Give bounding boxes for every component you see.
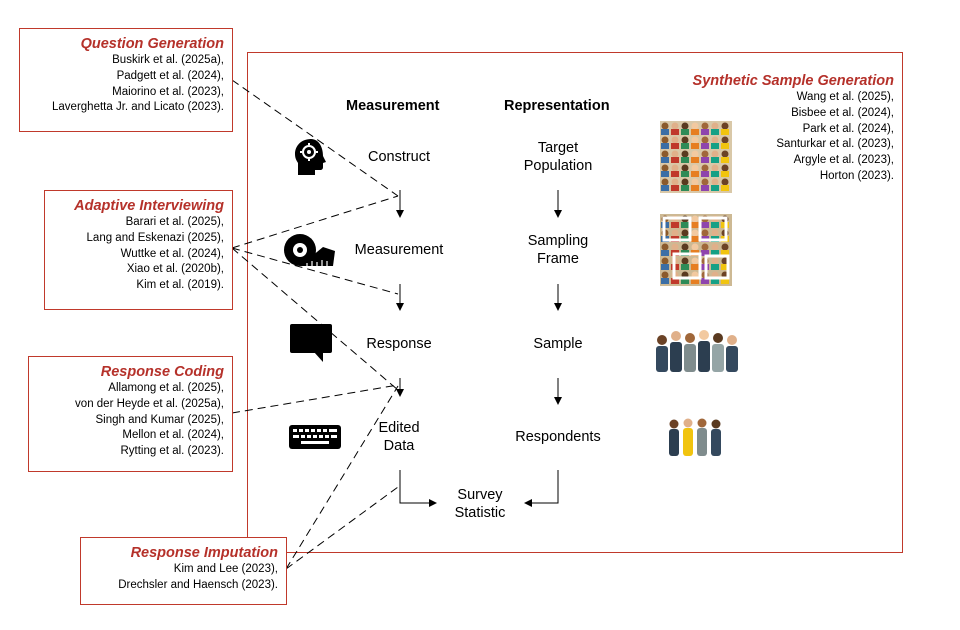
ref-line: Padgett et al. (2024), xyxy=(116,69,224,82)
adaptive-interviewing-box: Adaptive Interviewing Barari et al. (202… xyxy=(44,190,233,310)
synthetic-sample-generation-block: Synthetic Sample Generation Wang et al. … xyxy=(693,72,894,185)
dash-imputation-2 xyxy=(285,486,399,570)
dash-adaptive-1 xyxy=(231,195,399,249)
tape-measure-icon xyxy=(284,234,335,266)
response-coding-title: Response Coding xyxy=(100,364,224,380)
ref-line: Kim and Lee (2023), xyxy=(173,563,278,575)
representation-arrows xyxy=(524,190,562,507)
group-icon xyxy=(656,330,738,372)
node-survey-statistic: Survey Statistic xyxy=(454,487,506,521)
ref-line: Lang and Eskenazi (2025), xyxy=(86,231,224,244)
dashed-connectors xyxy=(231,79,399,570)
representation-header: Representation xyxy=(504,98,610,114)
response-imputation-box: Response Imputation Kim and Lee (2023), … xyxy=(80,537,287,605)
dash-question-generation xyxy=(231,79,399,197)
node-response: Response xyxy=(366,336,432,352)
node-measurement: Measurement xyxy=(354,242,444,258)
ref-line: von der Heyde et al. (2025a), xyxy=(75,397,224,410)
ref-line: Argyle et al. (2023), xyxy=(793,154,894,167)
question-generation-box: Question Generation Buskirk et al. (2025… xyxy=(19,28,233,132)
ref-line: Drechsler and Haensch (2023). xyxy=(118,578,278,591)
crowd-large-icon xyxy=(660,121,732,193)
ref-line: Maiorino et al. (2023), xyxy=(112,85,224,98)
ref-line: Santurkar et al. (2023), xyxy=(776,138,894,151)
ref-line: Xiao et al. (2020b), xyxy=(126,263,224,276)
measurement-arrows xyxy=(396,190,437,507)
main-frame xyxy=(247,52,903,553)
dash-imputation-1 xyxy=(285,385,399,570)
ref-line: Rytting et al. (2023). xyxy=(120,445,224,458)
crowd-framed-icon xyxy=(660,214,732,286)
node-edited-data: Edited Data xyxy=(378,420,420,454)
node-target-population: Target Population xyxy=(523,140,593,174)
response-imputation-title: Response Imputation xyxy=(130,545,278,561)
arrow-respondents-statistic xyxy=(524,470,559,507)
head-gear-icon xyxy=(295,139,326,175)
measurement-header: Measurement xyxy=(346,98,440,114)
node-sample: Sample xyxy=(533,336,583,352)
arrow-edited-statistic xyxy=(399,470,437,507)
synthetic-sample-generation-title: Synthetic Sample Generation xyxy=(692,73,894,89)
speech-bubble-icon xyxy=(290,324,332,362)
ref-line: Kim et al. (2019). xyxy=(136,279,224,292)
ref-line: Bisbee et al. (2024), xyxy=(791,106,894,119)
ref-line: Park et al. (2024), xyxy=(802,122,894,135)
dash-response-coding xyxy=(231,384,399,414)
dash-adaptive-2 xyxy=(231,247,399,295)
ref-line: Laverghetta Jr. and Licato (2023). xyxy=(52,101,224,114)
ref-line: Horton (2023). xyxy=(819,169,894,182)
response-coding-box: Response Coding Allamong et al. (2025), … xyxy=(28,356,233,472)
small-group-icon xyxy=(669,418,721,456)
question-generation-title: Question Generation xyxy=(80,36,224,52)
ref-line: Wang et al. (2025), xyxy=(796,91,894,103)
ref-line: Barari et al. (2025), xyxy=(125,216,224,228)
ref-line: Wuttke et al. (2024), xyxy=(120,247,224,260)
ref-line: Mellon et al. (2024), xyxy=(122,429,224,442)
node-construct: Construct xyxy=(367,149,431,165)
node-respondents: Respondents xyxy=(515,429,601,445)
keyboard-icon xyxy=(289,425,341,449)
ref-line: Buskirk et al. (2025a), xyxy=(112,54,224,66)
ref-line: Singh and Kumar (2025), xyxy=(95,413,225,426)
ref-line: Allamong et al. (2025), xyxy=(108,382,224,394)
dash-adaptive-3 xyxy=(231,247,399,391)
node-sampling-frame: Sampling Frame xyxy=(527,233,589,267)
adaptive-interviewing-title: Adaptive Interviewing xyxy=(74,198,224,214)
